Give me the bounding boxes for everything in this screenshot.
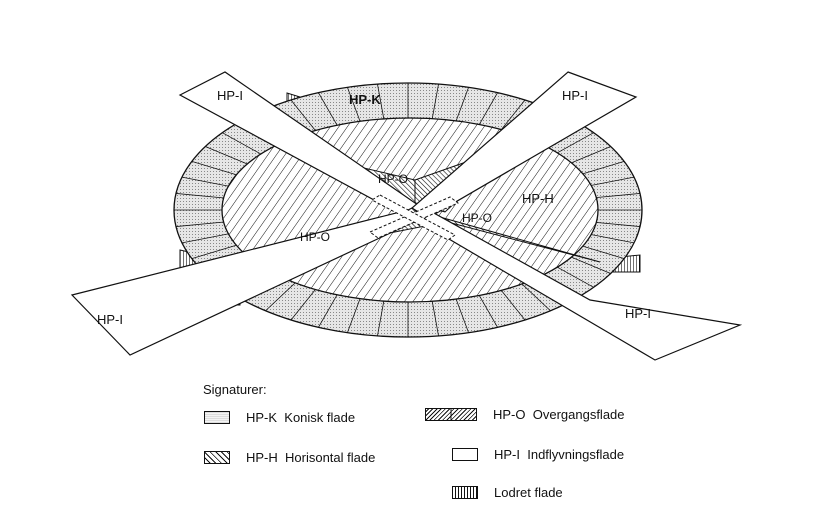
segment-line [476,291,498,328]
legend-label: HP-K Konisk flade [246,410,356,425]
segment-line [175,193,230,199]
konisk-swatch-icon [204,411,230,424]
segment-line [454,294,469,333]
segment-line [290,285,319,321]
segment-line [191,243,242,259]
legend-label: Lodret flade [494,485,563,500]
legend-item-hp-i: HP-I Indflyvningsflade [452,447,624,462]
segment-line [318,92,340,129]
hp-i-bottom-right [418,211,743,361]
label-hp-i-top-right: HP-I [562,88,588,103]
runway-cross [370,194,456,241]
label-hp-i-bottom-left: HP-I [97,312,123,327]
label-hp-o-right: HP-O [462,211,492,225]
legend-item-hp-o: HP-O Overgangsflade [425,407,625,422]
segment-line [431,84,439,123]
segment-line [497,285,526,321]
legend-label: HP-I Indflyvningsflade [494,447,625,462]
segment-line [181,232,235,244]
indflyvningsflader [70,71,743,361]
segment-line [290,99,319,135]
label-hp-k: HP-K [349,92,381,107]
label-hp-o-left: HP-O [300,230,330,244]
legend-item-hp-h: HP-H Horisontal flade [204,450,375,465]
overgang-swatch-icon [425,408,477,421]
segment-line [205,146,253,167]
label-hp-i-bottom-right: HP-I [625,306,651,321]
legend-item-lodret: Lodret flade [452,485,563,500]
segment-line [175,221,230,227]
legend-label: HP-O Overgangsflade [493,407,625,422]
label-hp-i-top-left: HP-I [217,88,243,103]
segment-line [476,92,498,129]
legend-label: HP-H Horisontal flade [246,450,376,465]
label-hp-h: HP-H [522,191,554,206]
airspace-surfaces-diagram: HP-K HP-H HP-O HP-O HP-O HP-I HP-I HP-I … [70,71,743,361]
segment-line [454,87,469,126]
segment-line [318,291,340,328]
indflyvning-swatch-icon [452,448,478,461]
segment-line [431,297,439,336]
segment-line [181,176,235,188]
lodret-swatch-icon [452,486,478,499]
segment-line [222,132,266,157]
segment-line [347,87,362,126]
horisontal-swatch-icon [204,451,230,464]
legend-item-hp-k: HP-K Konisk flade [204,410,355,425]
segment-line [497,99,526,135]
segment-line [377,297,385,336]
label-hp-o-top: HP-O [378,172,408,186]
segment-line [265,279,299,312]
segment-line [191,161,242,177]
segment-line [517,279,551,312]
segment-line [347,294,362,333]
legend-title: Signaturer: [203,382,267,397]
segment-line [377,84,385,123]
